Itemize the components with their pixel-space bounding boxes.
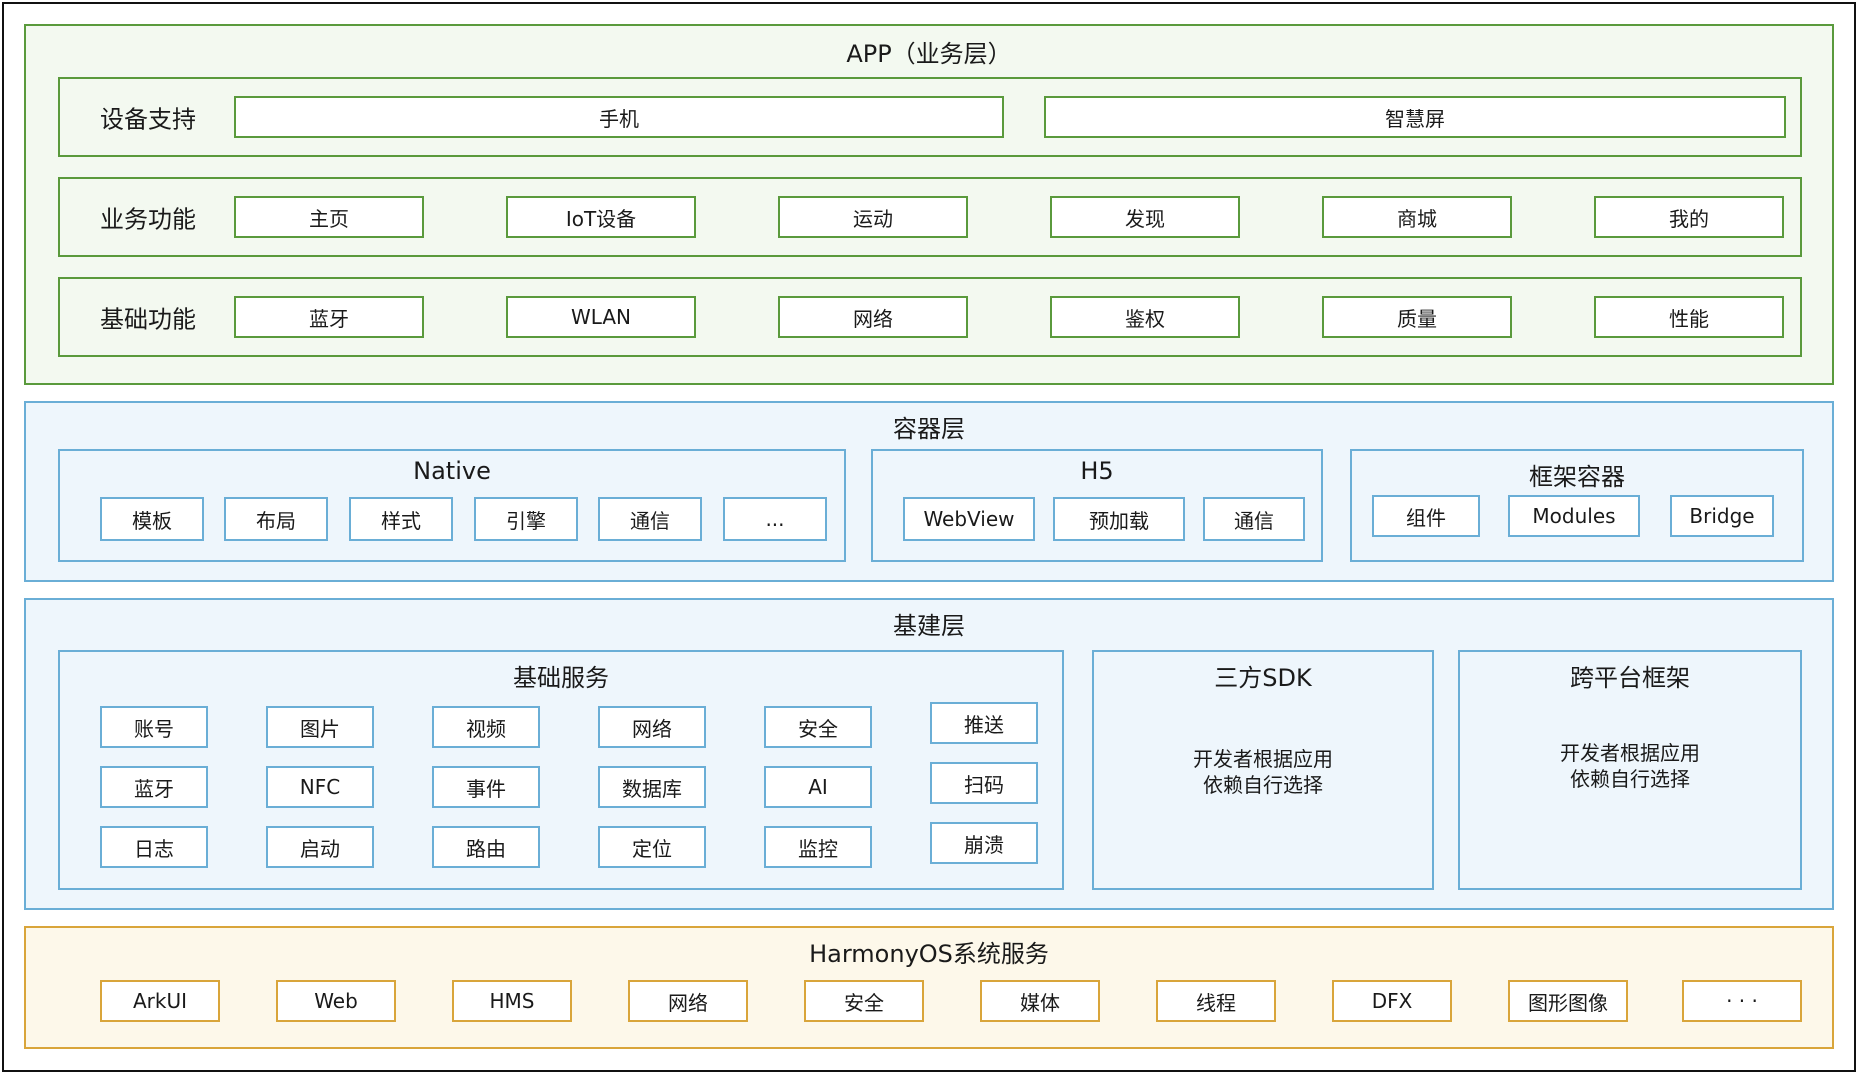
device-support-row: 设备支持 手机 智慧屏 (58, 77, 1802, 157)
business-item: 发现 (1050, 196, 1240, 238)
h5-panel: H5 WebView 预加载 通信 (871, 449, 1323, 562)
basic-services-title: 基础服务 (513, 664, 609, 692)
native-title: Native (413, 457, 491, 485)
business-function-label: 业务功能 (100, 205, 196, 234)
native-item: 模板 (100, 497, 204, 541)
service-item: 定位 (598, 826, 706, 868)
service-item: 监控 (764, 826, 872, 868)
device-support-label: 设备支持 (100, 105, 196, 134)
basic-function-row: 基础功能 蓝牙 WLAN 网络 鉴权 质量 性能 (58, 277, 1802, 357)
infrastructure-layer-title: 基建层 (893, 612, 965, 640)
native-panel: Native 模板 布局 样式 引擎 通信 ... (58, 449, 846, 562)
native-item: 布局 (224, 497, 328, 541)
service-item: 日志 (100, 826, 208, 868)
app-layer-title: APP（业务层） (846, 40, 1012, 68)
h5-item: 通信 (1203, 497, 1305, 541)
basic-item: 网络 (778, 296, 968, 338)
service-item: 账号 (100, 706, 208, 748)
third-party-sdk-desc-line1: 开发者根据应用 (1193, 747, 1333, 771)
basic-item: 质量 (1322, 296, 1512, 338)
service-item: 路由 (432, 826, 540, 868)
container-layer-title: 容器层 (893, 415, 965, 443)
business-item: 商城 (1322, 196, 1512, 238)
h5-item: 预加载 (1053, 497, 1185, 541)
service-item: 启动 (266, 826, 374, 868)
basic-function-label: 基础功能 (100, 305, 196, 334)
third-party-sdk-desc-line2: 依赖自行选择 (1203, 773, 1323, 797)
harmonyos-services-layer: HarmonyOS系统服务 ArkUI Web HMS 网络 安全 媒体 线程 … (24, 926, 1834, 1049)
service-item: 事件 (432, 766, 540, 808)
business-item: 主页 (234, 196, 424, 238)
basic-item: 鉴权 (1050, 296, 1240, 338)
os-service-item: ArkUI (100, 980, 220, 1022)
native-item-more: ... (723, 497, 827, 541)
cross-platform-panel: 跨平台框架 开发者根据应用 依赖自行选择 (1458, 650, 1802, 890)
service-item: 网络 (598, 706, 706, 748)
device-phone-box: 手机 (234, 96, 1004, 138)
container-layer: 容器层 Native 模板 布局 样式 引擎 通信 ... H5 WebView… (24, 401, 1834, 582)
framework-item: Modules (1508, 495, 1640, 537)
business-item: 我的 (1594, 196, 1784, 238)
basic-item: 性能 (1594, 296, 1784, 338)
device-smart-screen-box: 智慧屏 (1044, 96, 1786, 138)
native-item: 通信 (598, 497, 702, 541)
basic-item: 蓝牙 (234, 296, 424, 338)
business-function-row: 业务功能 主页 IoT设备 运动 发现 商城 我的 (58, 177, 1802, 257)
service-item: 图片 (266, 706, 374, 748)
os-service-item: 安全 (804, 980, 924, 1022)
service-item: 推送 (930, 702, 1038, 744)
basic-services-panel: 基础服务 账号 图片 视频 网络 安全 推送 蓝牙 NFC 事件 数据库 AI … (58, 650, 1064, 890)
business-item: IoT设备 (506, 196, 696, 238)
cross-platform-title: 跨平台框架 (1570, 664, 1690, 692)
cross-platform-desc-line1: 开发者根据应用 (1560, 741, 1700, 765)
service-item: 蓝牙 (100, 766, 208, 808)
infrastructure-layer: 基建层 基础服务 账号 图片 视频 网络 安全 推送 蓝牙 NFC 事件 数据库… (24, 598, 1834, 910)
service-item: 崩溃 (930, 822, 1038, 864)
business-item: 运动 (778, 196, 968, 238)
service-item: 数据库 (598, 766, 706, 808)
third-party-sdk-title: 三方SDK (1214, 664, 1312, 692)
h5-item: WebView (903, 497, 1035, 541)
harmonyos-services-title: HarmonyOS系统服务 (809, 940, 1049, 968)
service-item: 视频 (432, 706, 540, 748)
service-item: AI (764, 766, 872, 808)
os-service-item: 线程 (1156, 980, 1276, 1022)
service-item: NFC (266, 766, 374, 808)
os-service-item: 网络 (628, 980, 748, 1022)
native-item: 样式 (349, 497, 453, 541)
service-item: 安全 (764, 706, 872, 748)
os-service-item: 媒体 (980, 980, 1100, 1022)
framework-container-panel: 框架容器 组件 Modules Bridge (1350, 449, 1804, 562)
app-layer: APP（业务层） 设备支持 手机 智慧屏 业务功能 主页 IoT设备 运动 发现… (24, 24, 1834, 385)
os-service-item: DFX (1332, 980, 1452, 1022)
os-service-item: Web (276, 980, 396, 1022)
os-service-item: 图形图像 (1508, 980, 1628, 1022)
h5-title: H5 (1080, 457, 1114, 485)
service-item: 扫码 (930, 762, 1038, 804)
framework-item: Bridge (1670, 495, 1774, 537)
framework-item: 组件 (1372, 495, 1480, 537)
native-item: 引擎 (474, 497, 578, 541)
basic-item: WLAN (506, 296, 696, 338)
os-service-item-more: · · · (1682, 980, 1802, 1022)
cross-platform-desc-line2: 依赖自行选择 (1570, 767, 1690, 791)
third-party-sdk-panel: 三方SDK 开发者根据应用 依赖自行选择 (1092, 650, 1434, 890)
framework-container-title: 框架容器 (1529, 463, 1625, 491)
os-service-item: HMS (452, 980, 572, 1022)
